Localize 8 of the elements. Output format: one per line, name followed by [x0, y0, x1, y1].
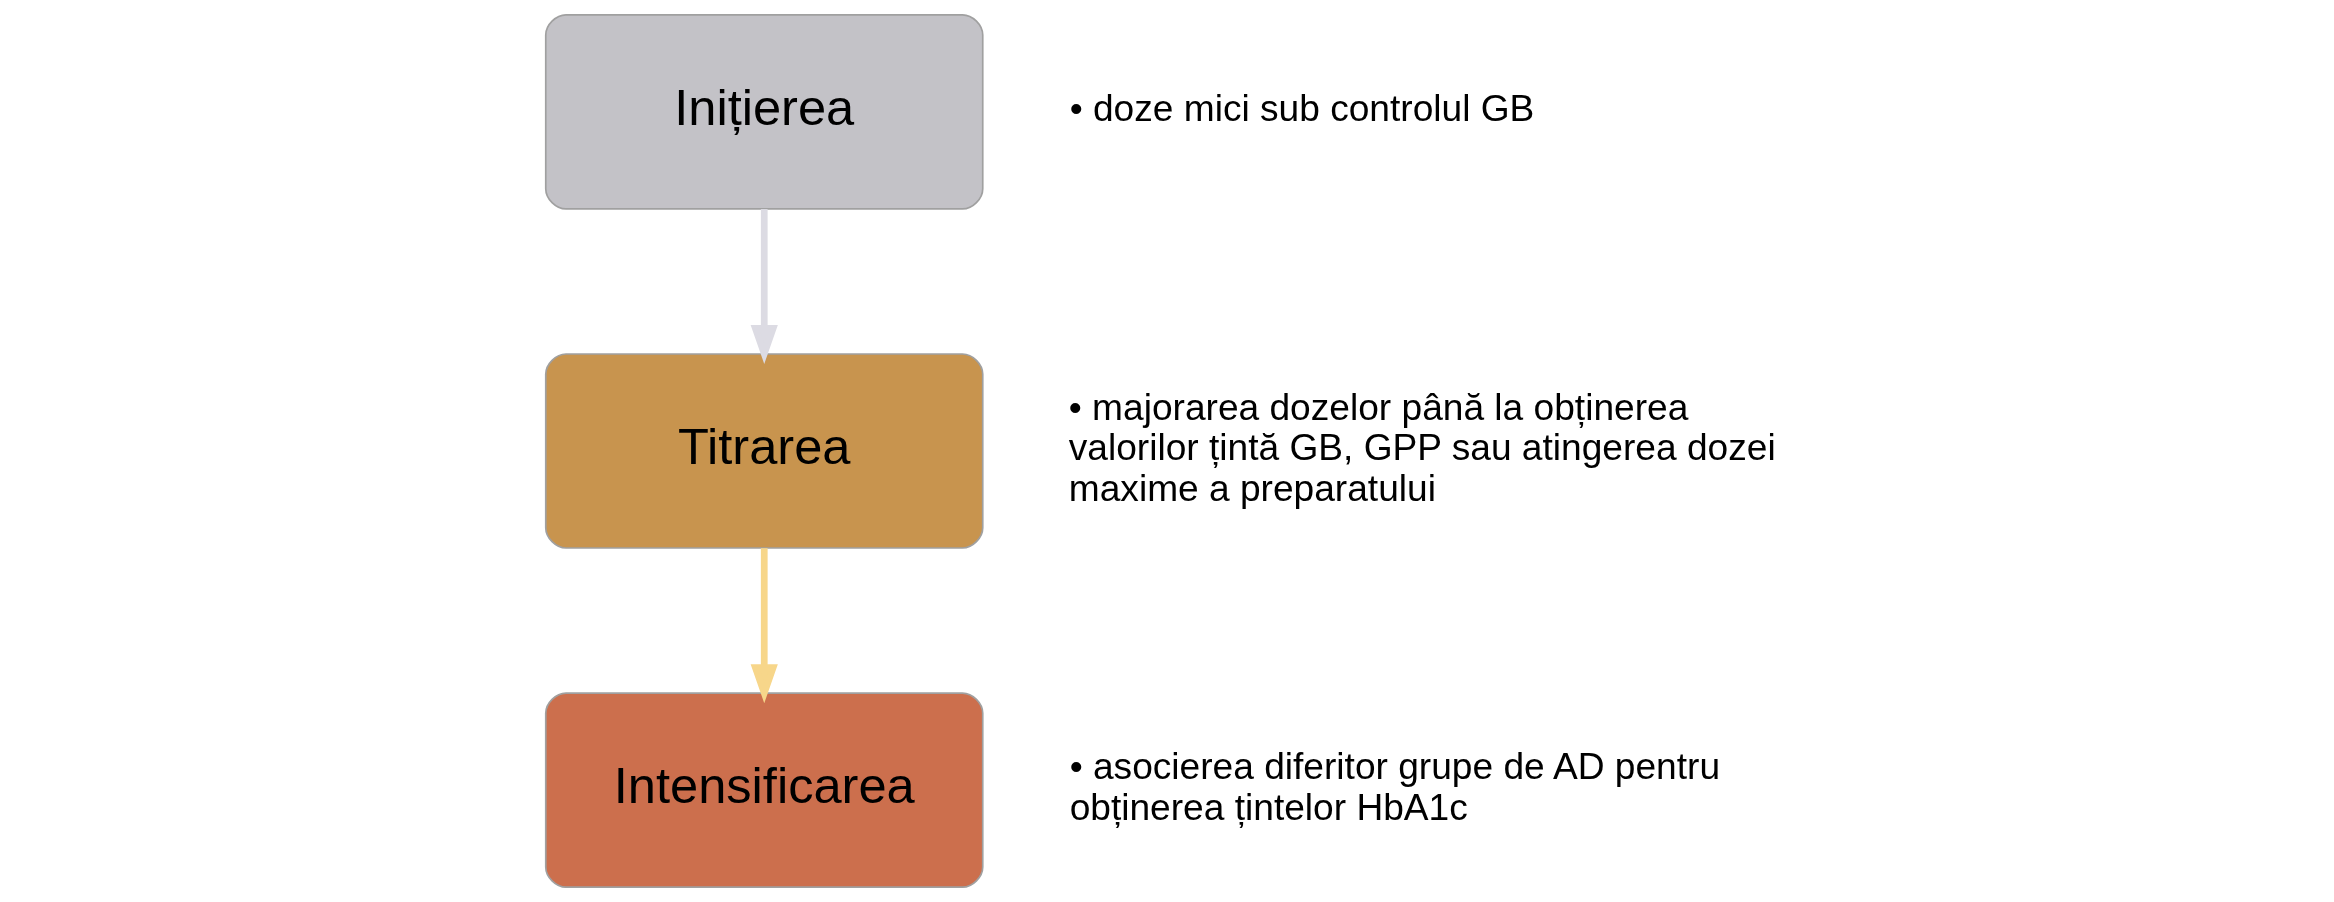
node-box: Intensificarea [544, 692, 984, 888]
node-box: Titrarea [544, 353, 984, 549]
node-label: • majorarea dozelor până la obținerea valorilor țintă GB, GPP sau atingerea dozei maxime a preparatului [1068, 385, 1776, 509]
node-label: • asocierea diferitor grupe de AD pentru obținerea țintelor HbA1c [1069, 745, 1720, 828]
arrow [750, 548, 778, 704]
arrow [750, 209, 778, 364]
node-box: Inițierea [544, 14, 984, 210]
node-label: • doze mici sub controlul GB [1069, 87, 1534, 130]
